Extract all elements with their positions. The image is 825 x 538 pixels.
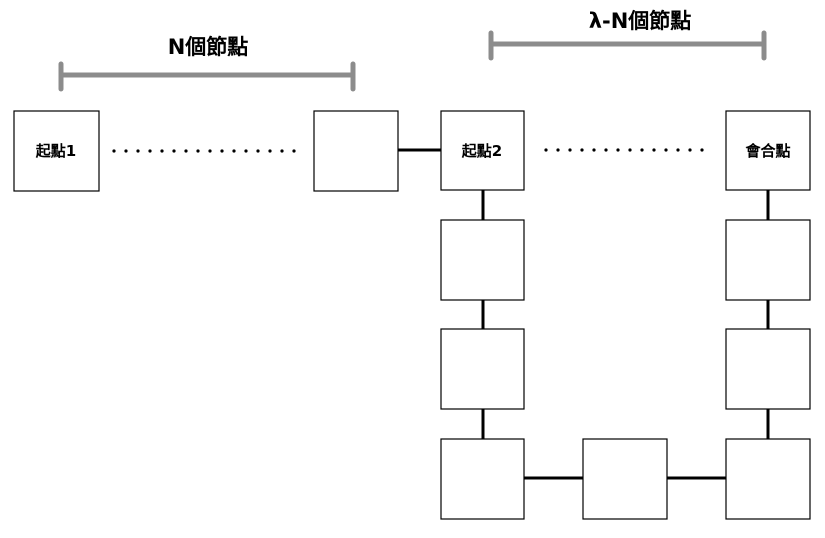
ellipsis-dot <box>220 149 224 153</box>
ellipsis-dot <box>616 148 620 152</box>
node-box <box>440 110 525 191</box>
node-before-start2 <box>313 110 399 192</box>
ellipsis-dot <box>172 149 176 153</box>
ellipsis-dot <box>292 149 296 153</box>
ellipsis-dot <box>184 149 188 153</box>
ellipsis-dot <box>268 149 272 153</box>
ellipsis-dot <box>160 149 164 153</box>
ellipsis-dot <box>208 149 212 153</box>
ellipsis-dot <box>592 148 596 152</box>
ellipsis-dot <box>124 149 128 153</box>
ellipsis-right <box>544 148 704 152</box>
bracket-n-label: N個節點 <box>168 35 249 59</box>
bracket-lambda-minus-n-nodes: λ-N個節點 <box>488 9 767 61</box>
ellipsis-dot <box>700 148 704 152</box>
ellipsis-dot <box>580 148 584 152</box>
node-bottom-middle <box>582 438 668 520</box>
node-start2-label: 起點2 <box>461 142 502 160</box>
node-bottom-right <box>725 438 811 520</box>
node-meeting-point: 會合點 <box>725 110 811 191</box>
node-bottom-left <box>440 438 525 520</box>
ellipsis-dot <box>112 149 116 153</box>
ellipsis-dot <box>256 149 260 153</box>
ellipsis-dot <box>232 149 236 153</box>
ellipsis-dot <box>196 149 200 153</box>
ellipsis-dot <box>136 149 140 153</box>
bracket-n-nodes: N個節點 <box>58 35 356 92</box>
node-left-col-1 <box>440 219 525 301</box>
ellipsis-dot <box>544 148 548 152</box>
node-box <box>725 110 811 191</box>
ellipsis-dot <box>628 148 632 152</box>
node-right-col-1 <box>725 219 811 301</box>
node-start2: 起點2 <box>440 110 525 191</box>
ellipsis-dot <box>676 148 680 152</box>
node-start1: 起點1 <box>13 110 100 192</box>
ellipsis-left <box>112 149 296 153</box>
ellipsis-dot <box>688 148 692 152</box>
ellipsis-dot <box>652 148 656 152</box>
node-meet-label: 會合點 <box>745 142 790 160</box>
ellipsis-dot <box>568 148 572 152</box>
ellipsis-dot <box>604 148 608 152</box>
bracket-lambda-label: λ-N個節點 <box>589 9 692 33</box>
links <box>398 148 770 480</box>
ellipsis-dot <box>280 149 284 153</box>
ellipsis-dot <box>556 148 560 152</box>
ellipsis-dot <box>640 148 644 152</box>
ellipsis-dot <box>664 148 668 152</box>
ellipsis-dot <box>148 149 152 153</box>
node-box <box>13 110 100 192</box>
node-right-col-2 <box>725 328 811 410</box>
ellipsis-dot <box>244 149 248 153</box>
node-left-col-2 <box>440 328 525 410</box>
node-start1-label: 起點1 <box>35 142 76 160</box>
